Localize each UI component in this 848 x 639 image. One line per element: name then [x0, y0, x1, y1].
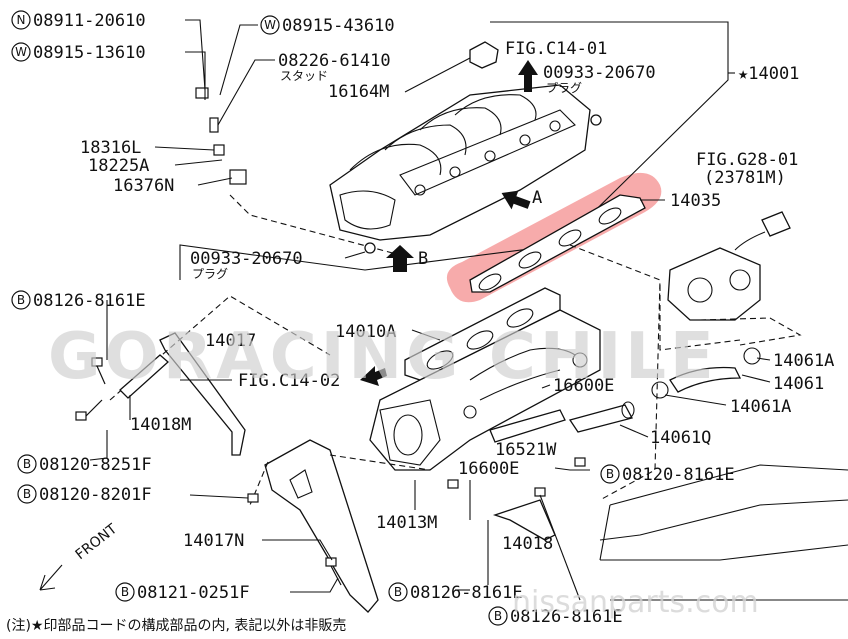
label-16521w[interactable]: 16521W: [495, 440, 557, 460]
circle-letter-n: N: [17, 13, 26, 27]
plug-left[interactable]: [364, 242, 376, 254]
label-14061q[interactable]: 14061Q: [650, 428, 711, 448]
label-arrow-b: B: [418, 249, 428, 269]
label-14018m[interactable]: 14018M: [130, 415, 191, 435]
label-arrow-a: A: [532, 188, 542, 208]
label-08120-8201f[interactable]: 08120-8201F: [39, 485, 152, 505]
label-08915-43610[interactable]: 08915-43610: [282, 16, 395, 36]
label-16600e-top[interactable]: 16600E: [553, 376, 614, 396]
label-14017n[interactable]: 14017N: [183, 531, 244, 551]
intake-manifold-upper[interactable]: [329, 84, 591, 241]
water-pipe-16521w[interactable]: [489, 401, 635, 443]
label-14010a[interactable]: 14010A: [335, 322, 396, 342]
dashed-line-center: [569, 244, 661, 501]
label-08126-8161e-bot[interactable]: 08126-8161E: [510, 607, 623, 627]
label-16600e-bot[interactable]: 16600E: [458, 459, 519, 479]
label-08121-0251f[interactable]: 08121-0251F: [137, 583, 250, 603]
hose-14061[interactable]: [651, 347, 761, 399]
label-14018[interactable]: 14018: [502, 534, 553, 554]
label-08120-8251f[interactable]: 08120-8251F: [39, 455, 152, 475]
circle-letter-b: B: [494, 609, 502, 623]
circle-letter-b: B: [23, 487, 31, 501]
arrow-fig-c14-02-icon: [360, 366, 387, 386]
label-16164m[interactable]: 16164M: [328, 82, 389, 102]
part-16164m[interactable]: [469, 41, 499, 69]
bolt-icons: [75, 87, 586, 586]
label-08126-8161e-mid[interactable]: 08126-8161E: [410, 583, 523, 603]
label-fig-c14-01[interactable]: FIG.C14-01: [505, 39, 607, 59]
label-08915-13610[interactable]: 08915-13610: [33, 43, 146, 63]
label-23781m[interactable]: (23781M): [704, 168, 786, 188]
label-fig-g28-01[interactable]: FIG.G28-01: [696, 150, 798, 170]
leader-lines: [89, 19, 771, 601]
label-14001[interactable]: ★14001: [738, 64, 799, 84]
circle-letter-w: W: [264, 18, 276, 32]
footnote: (注)★印部品コードの構成部品の内, 表記以外は非販売: [6, 617, 346, 634]
label-18225a[interactable]: 18225A: [88, 156, 149, 176]
label-08120-8161e[interactable]: 08120-8161E: [622, 465, 735, 485]
label-14061[interactable]: 14061: [773, 374, 824, 394]
arrow-up-icon: [518, 60, 538, 92]
circle-letter-b: B: [606, 467, 614, 481]
throttle-body-assembly[interactable]: [667, 211, 791, 321]
plug-top[interactable]: [590, 114, 602, 126]
circle-letter-b: B: [121, 585, 129, 599]
label-14013m[interactable]: 14013M: [376, 513, 437, 533]
label-14061a-mid[interactable]: 14061A: [730, 397, 791, 417]
bracket-14018[interactable]: [492, 499, 556, 541]
bracket-14018m[interactable]: [119, 354, 169, 399]
label-00933-20670-left[interactable]: 00933-20670: [190, 249, 303, 269]
front-arrow: FRONT: [39, 521, 121, 591]
label-stud-jp: スタッド: [280, 69, 328, 83]
label-08126-8161e-left[interactable]: 08126-8161E: [33, 291, 146, 311]
label-08911-20610[interactable]: 08911-20610: [33, 11, 146, 31]
label-plug-jp-top: プラグ: [546, 81, 582, 95]
label-00933-20670-top[interactable]: 00933-20670: [543, 63, 656, 83]
label-14035[interactable]: 14035: [670, 191, 721, 211]
label-14061a-top[interactable]: 14061A: [773, 351, 834, 371]
engine-cover-outline: [599, 464, 848, 601]
circle-letter-w: W: [15, 45, 27, 59]
circle-letter-b: B: [17, 293, 25, 307]
front-label: FRONT: [73, 521, 121, 563]
watermark-bottom: nissanparts.com: [512, 585, 759, 620]
arrow-a-icon: [501, 190, 531, 210]
arrow-b-icon: [386, 245, 414, 272]
bracket-14017n[interactable]: [249, 439, 431, 613]
circle-letter-b: B: [23, 457, 31, 471]
intake-manifold-lower-14013m[interactable]: [369, 309, 601, 471]
dashed-box-right: [659, 285, 802, 351]
watermark-main: GORACING CHILE: [48, 320, 718, 394]
label-plug-jp-left: プラグ: [192, 267, 228, 281]
label-14017[interactable]: 14017: [205, 331, 256, 351]
label-18316l[interactable]: 18316L: [80, 138, 141, 158]
label-08226-61410[interactable]: 08226-61410: [278, 51, 391, 71]
gasket-14035[interactable]: [469, 194, 646, 293]
circle-letter-b: B: [394, 585, 402, 599]
label-fig-c14-02[interactable]: FIG.C14-02: [238, 371, 340, 391]
label-16376n[interactable]: 16376N: [113, 176, 174, 196]
